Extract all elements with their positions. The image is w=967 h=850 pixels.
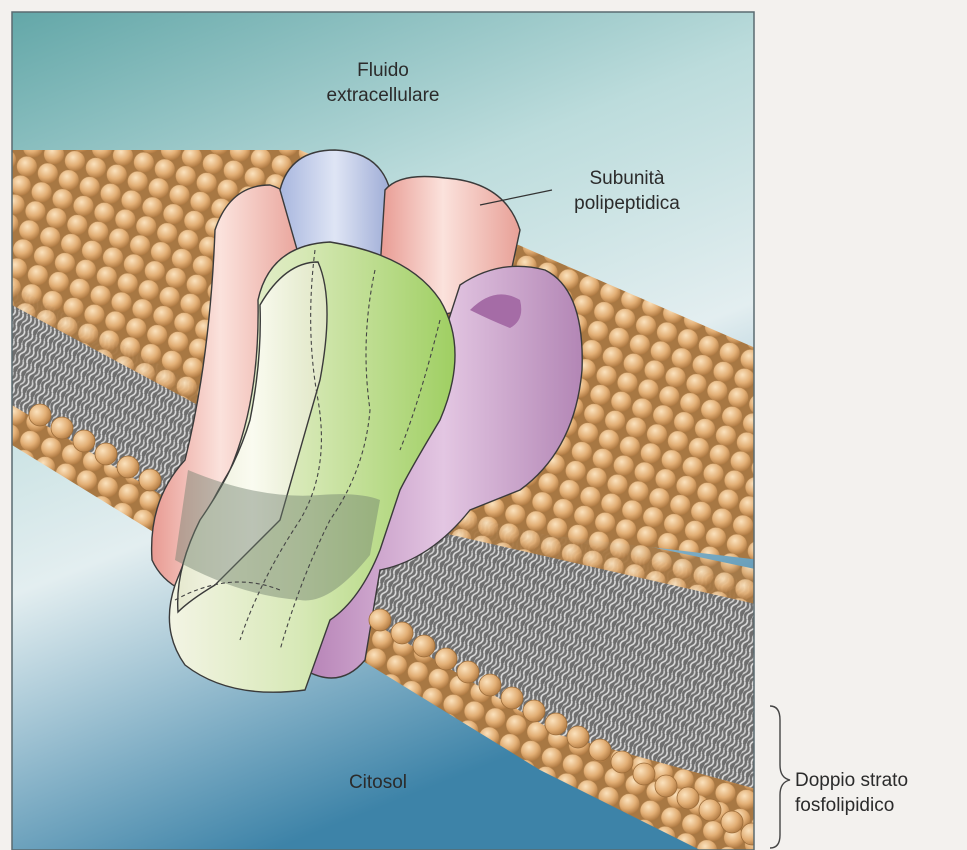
label-extracellular-line1: Fluido bbox=[298, 58, 468, 83]
label-extracellular-fluid: Fluido extracellulare bbox=[298, 58, 468, 108]
label-subunit-line1: Subunità bbox=[552, 166, 702, 191]
label-polypeptide-subunit: Subunità polipeptidica bbox=[552, 166, 702, 216]
label-subunit-line2: polipeptidica bbox=[552, 191, 702, 216]
label-bilayer-line1: Doppio strato bbox=[795, 768, 908, 793]
label-phospholipid-bilayer: Doppio strato fosfolipidico bbox=[795, 768, 908, 818]
label-bilayer-line2: fosfolipidico bbox=[795, 793, 908, 818]
label-cytosol: Citosol bbox=[318, 770, 438, 795]
label-extracellular-line2: extracellulare bbox=[298, 83, 468, 108]
illustration-panel bbox=[12, 12, 763, 850]
